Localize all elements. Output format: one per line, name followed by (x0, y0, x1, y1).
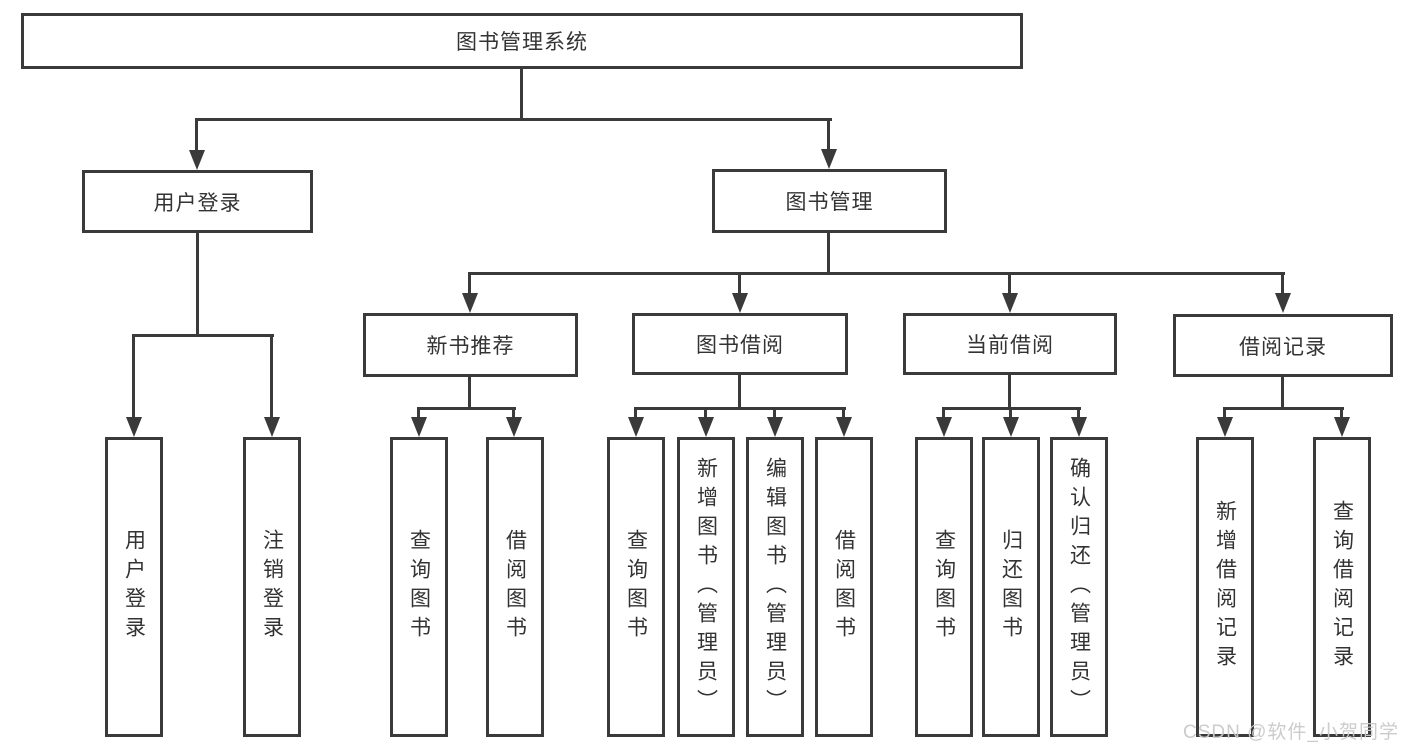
connector-line (417, 407, 516, 410)
connector-line (1008, 272, 1011, 294)
node-root-label: 图书管理系统 (456, 31, 588, 54)
node-book-borrowing: 图书借阅 (632, 313, 848, 375)
connector-line (1281, 377, 1284, 410)
connector-line (942, 407, 945, 418)
connector-line (773, 407, 776, 418)
connector-line (468, 377, 471, 410)
connector-line (196, 233, 199, 337)
connector-line (634, 407, 846, 410)
arrow-down-icon (1003, 417, 1019, 437)
connector-line (1077, 407, 1080, 418)
leaf-logout: 注销登录 (243, 437, 301, 737)
node-borrowing-records-label: 借阅记录 (1239, 335, 1327, 359)
leaf-query-books-recommend: 查询图书 (390, 437, 448, 737)
arrow-down-icon (1334, 417, 1350, 437)
connector-line (195, 118, 198, 151)
arrow-down-icon (506, 417, 522, 437)
node-new-book-recommendation: 新书推荐 (363, 313, 578, 377)
connector-line (512, 407, 515, 418)
leaf-query-books-recommend-label: 查询图书 (407, 529, 431, 645)
arrow-down-icon (732, 293, 748, 313)
leaf-add-borrow-record: 新增借阅记录 (1196, 437, 1254, 737)
connector-line (468, 272, 1285, 275)
connector-line (738, 375, 741, 410)
node-book-borrowing-label: 图书借阅 (696, 334, 784, 357)
node-new-book-recommendation-label: 新书推荐 (426, 335, 515, 358)
connector-line (827, 118, 830, 150)
arrow-down-icon (1217, 417, 1233, 437)
arrow-down-icon (1002, 293, 1018, 313)
arrow-down-icon (189, 150, 205, 170)
connector-line (417, 407, 420, 418)
connector-line (1223, 407, 1344, 410)
leaf-logout-label: 注销登录 (260, 529, 284, 645)
leaf-edit-book-admin-label: 编辑图书（管理员） (763, 456, 787, 718)
leaf-borrow-books-label: 借阅图书 (832, 529, 856, 645)
connector-line (634, 407, 637, 418)
leaf-add-borrow-record-label: 新增借阅记录 (1213, 500, 1237, 674)
node-root: 图书管理系统 (21, 13, 1023, 69)
leaf-confirm-return-admin: 确认归还（管理员） (1050, 437, 1108, 737)
connector-line (1281, 272, 1284, 294)
node-borrowing-records: 借阅记录 (1173, 314, 1393, 377)
leaf-query-books-borrow-label: 查询图书 (624, 529, 648, 645)
leaf-return-book: 归还图书 (982, 437, 1040, 737)
connector-line (520, 69, 523, 121)
connector-line (1009, 407, 1012, 418)
leaf-borrow-books-recommend: 借阅图书 (486, 437, 544, 737)
leaf-query-borrow-record: 查询借阅记录 (1313, 437, 1371, 737)
leaf-query-books-current: 查询图书 (915, 437, 973, 737)
connector-line (1008, 375, 1011, 410)
node-book-management: 图书管理 (712, 169, 947, 233)
arrow-down-icon (836, 417, 852, 437)
connector-line (738, 272, 741, 294)
connector-line (1340, 407, 1343, 418)
node-current-borrowing: 当前借阅 (903, 313, 1117, 375)
arrow-down-icon (126, 417, 142, 437)
arrow-down-icon (767, 417, 783, 437)
connector-line (827, 233, 830, 275)
connector-line (132, 334, 135, 418)
arrow-down-icon (1275, 293, 1291, 313)
leaf-user-login: 用户登录 (105, 437, 163, 737)
connector-line (704, 407, 707, 418)
leaf-edit-book-admin: 编辑图书（管理员） (746, 437, 804, 737)
arrow-down-icon (1071, 417, 1087, 437)
leaf-confirm-return-admin-label: 确认归还（管理员） (1067, 456, 1091, 718)
leaf-borrow-books: 借阅图书 (815, 437, 873, 737)
arrow-down-icon (264, 417, 280, 437)
node-book-management-label: 图书管理 (785, 191, 874, 214)
leaf-return-book-label: 归还图书 (999, 529, 1023, 645)
leaf-borrow-books-recommend-label: 借阅图书 (503, 529, 527, 645)
node-current-borrowing-label: 当前借阅 (966, 334, 1054, 357)
connector-line (195, 118, 832, 121)
arrow-down-icon (411, 417, 427, 437)
arrow-down-icon (628, 417, 644, 437)
node-user-login-label: 用户登录 (153, 191, 242, 215)
watermark-text: CSDN @软件_小贺同学 (1183, 722, 1399, 743)
arrow-down-icon (698, 417, 714, 437)
arrow-down-icon (462, 293, 478, 313)
leaf-add-book-admin: 新增图书（管理员） (677, 437, 735, 737)
leaf-add-book-admin-label: 新增图书（管理员） (694, 456, 718, 718)
connector-line (842, 407, 845, 418)
leaf-query-borrow-record-label: 查询借阅记录 (1330, 500, 1354, 674)
leaf-query-books-borrow: 查询图书 (607, 437, 665, 737)
leaf-query-books-current-label: 查询图书 (932, 529, 956, 645)
connector-line (468, 272, 471, 294)
arrow-down-icon (821, 149, 837, 169)
leaf-user-login-label: 用户登录 (122, 529, 146, 645)
connector-line (132, 334, 274, 337)
connector-line (1223, 407, 1226, 418)
connector-line (270, 334, 273, 418)
arrow-down-icon (936, 417, 952, 437)
node-user-login: 用户登录 (82, 170, 313, 233)
